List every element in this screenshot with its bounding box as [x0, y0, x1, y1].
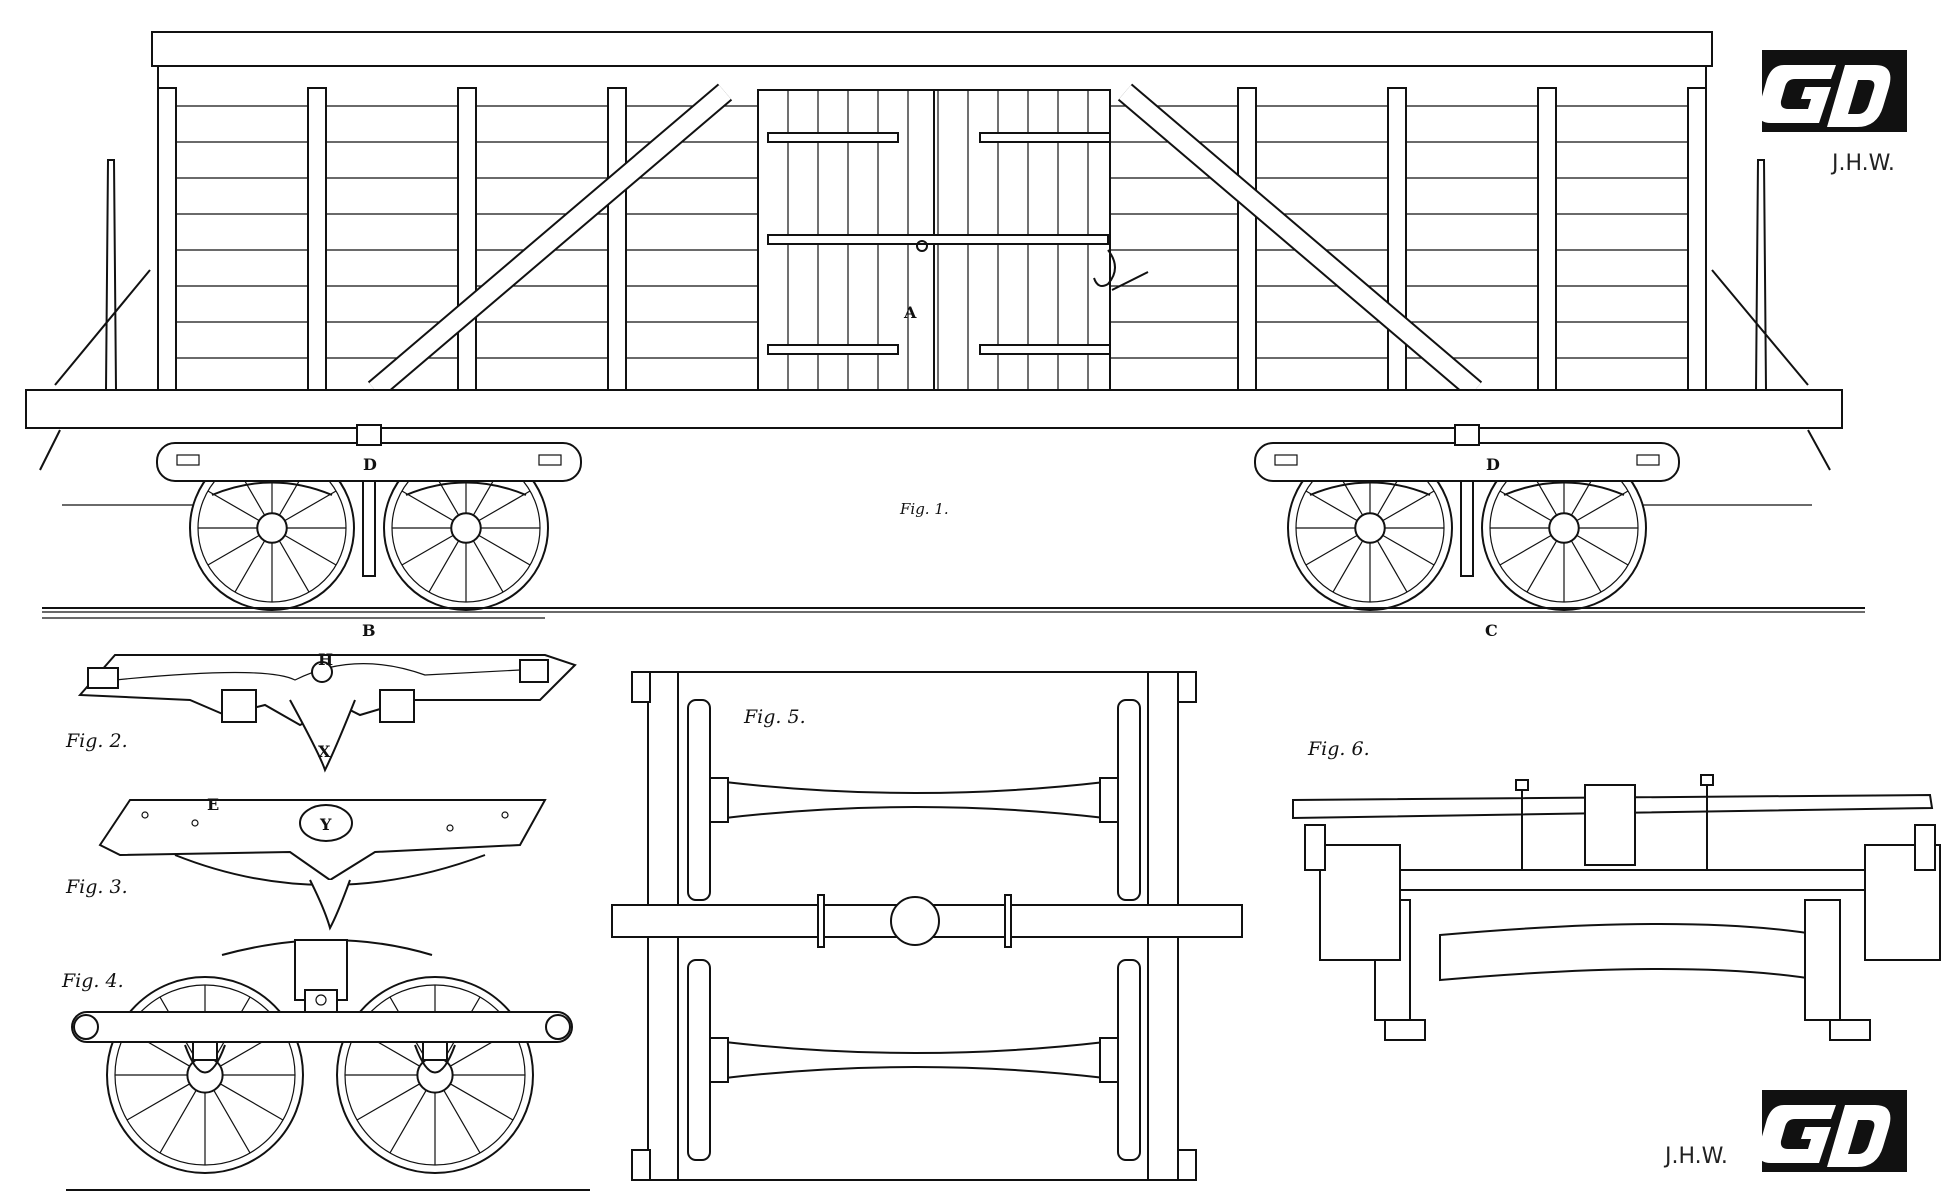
label-a: A — [903, 303, 917, 322]
caption-fig2: Fig. 2. — [65, 730, 128, 752]
figure-captions: Fig. 1. Fig. 2. Fig. 3. Fig. 4. Fig. 5. … — [61, 500, 1370, 992]
caption-fig6: Fig. 6. — [1307, 738, 1370, 760]
label-x: X — [318, 742, 331, 761]
caption-fig3: Fig. 3. — [65, 876, 128, 898]
end-details — [39, 159, 1831, 506]
logo-top: J.H.W. — [1758, 50, 1907, 176]
label-d-right: D — [1486, 455, 1500, 474]
fig4-truck-side — [66, 939, 590, 1191]
label-h: H — [318, 650, 333, 669]
fig2-bolster — [77, 654, 577, 773]
label-c: C — [1485, 621, 1498, 640]
car-roof — [151, 31, 1713, 67]
caption-fig4: Fig. 4. — [61, 970, 124, 992]
caption-fig1: Fig. 1. — [899, 500, 949, 518]
caption-fig5: Fig. 5. — [743, 706, 806, 728]
label-b: B — [362, 621, 376, 640]
label-d-left: D — [363, 455, 377, 474]
logo-bottom-initials: J.H.W. — [1663, 1144, 1728, 1169]
label-e: E — [207, 795, 219, 814]
figure-labels: A B C D D E H X Y — [207, 303, 1500, 834]
fig1-boxcar-elevation — [25, 31, 1865, 619]
label-y: Y — [319, 815, 332, 834]
logo-top-initials: J.H.W. — [1830, 151, 1895, 176]
fig5-truck-plan — [611, 671, 1243, 1181]
fig3-bolster-plate — [98, 799, 547, 931]
fig1-trucks — [156, 424, 1680, 611]
car-sill — [25, 389, 1843, 429]
fig6-truck-end — [1292, 774, 1941, 1041]
logo-bottom: J.H.W. — [1663, 1090, 1907, 1172]
door-a — [757, 89, 1149, 399]
